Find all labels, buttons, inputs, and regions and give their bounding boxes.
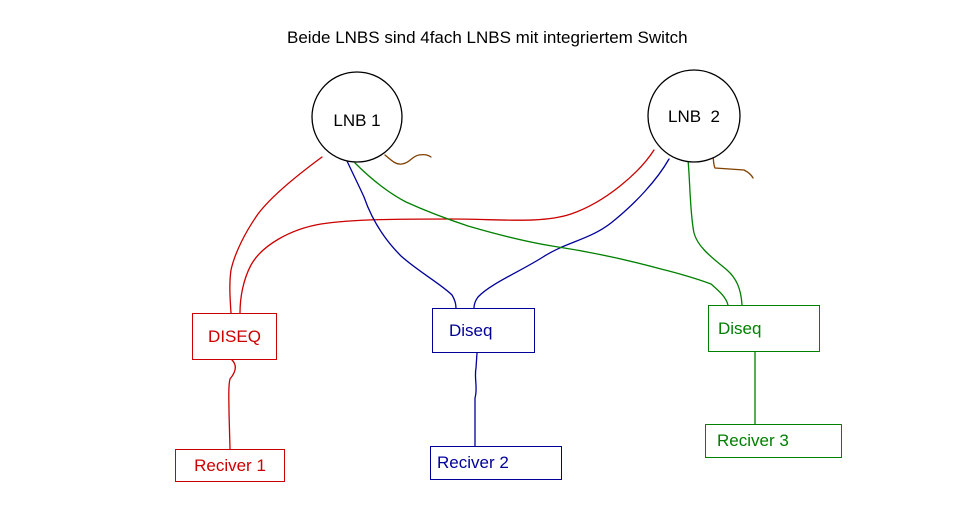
cable-diseq2-to-receiver2 bbox=[474, 352, 478, 447]
diseq3-box: Diseq bbox=[708, 305, 820, 352]
diseq1-label: DISEQ bbox=[208, 326, 261, 346]
receiver2-label: Reciver 2 bbox=[437, 453, 509, 472]
diseq2-box: Diseq bbox=[432, 308, 535, 353]
diseq2-label: Diseq bbox=[449, 320, 493, 340]
receiver1-box: Reciver 1 bbox=[175, 449, 285, 482]
cable-lnb2-to-diseq1 bbox=[239, 149, 655, 314]
cable-diseq1-to-receiver1 bbox=[228, 359, 236, 450]
cable-lnb2-to-diseq3 bbox=[687, 159, 743, 306]
diagram-title: Beide LNBS sind 4fach LNBS mit integrier… bbox=[287, 28, 688, 47]
lnb2-circle bbox=[647, 69, 741, 163]
cable-lnb1-loose-stub bbox=[384, 153, 432, 165]
receiver1-label: Reciver 1 bbox=[194, 455, 266, 475]
diseq1-box: DISEQ bbox=[192, 313, 277, 360]
lnb1-circle bbox=[311, 71, 403, 163]
lnb1-label: LNB 1 bbox=[333, 111, 381, 130]
lnb2-label: LNB 2 bbox=[668, 107, 720, 126]
receiver3-label: Reciver 3 bbox=[717, 431, 789, 450]
cable-lnb1-to-diseq3 bbox=[354, 162, 729, 306]
cable-lnb1-to-diseq2 bbox=[346, 160, 457, 309]
receiver3-box: Reciver 3 bbox=[705, 424, 842, 458]
receiver2-box: Reciver 2 bbox=[430, 446, 562, 480]
diseq3-label: Diseq bbox=[718, 318, 762, 338]
cable-lnb1-to-diseq1 bbox=[229, 156, 323, 314]
cable-lnb2-to-diseq2 bbox=[473, 158, 670, 309]
